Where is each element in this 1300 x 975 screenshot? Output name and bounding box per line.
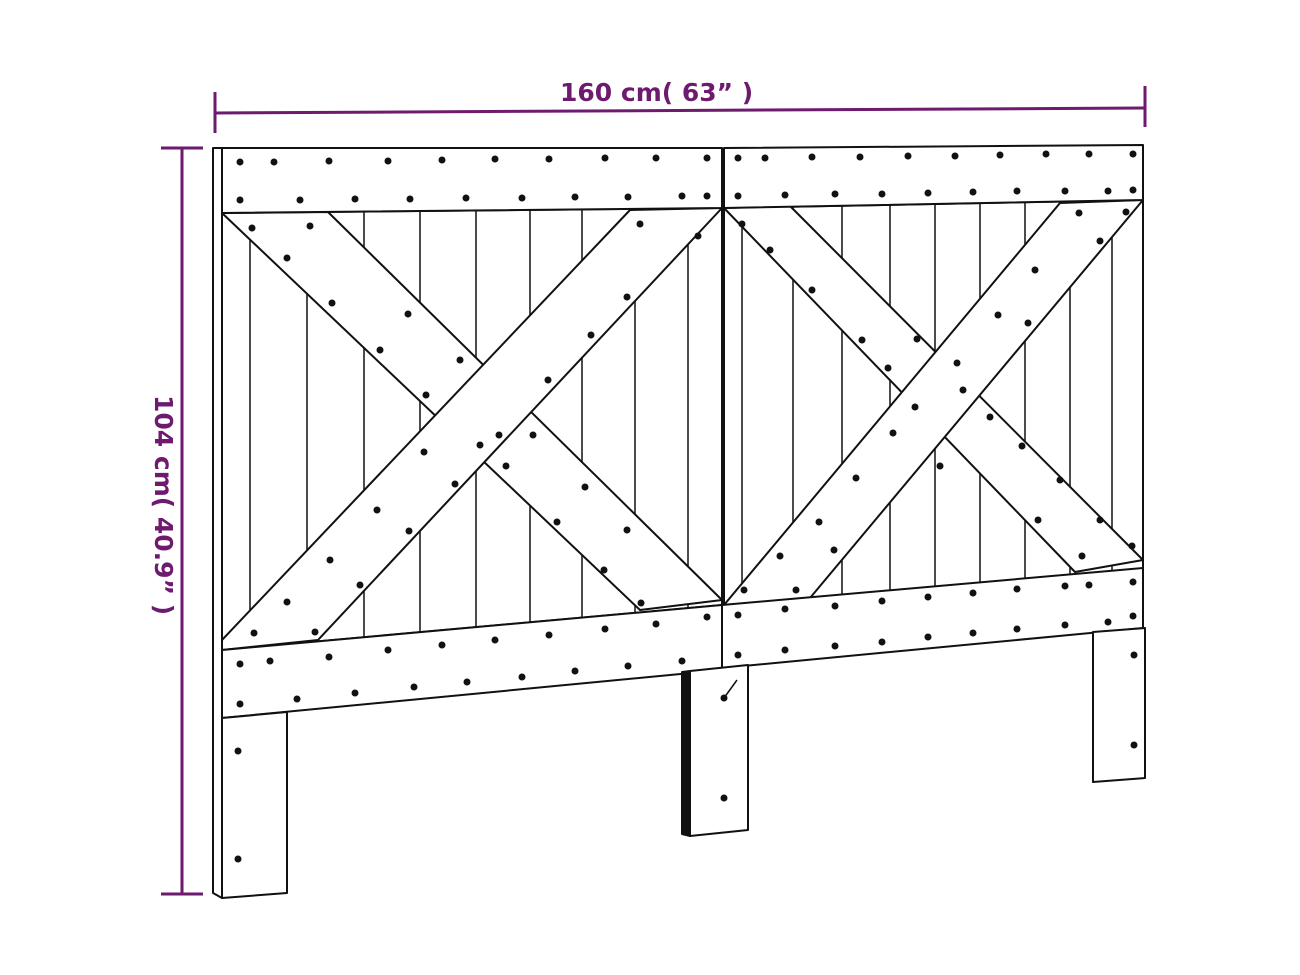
height-label: 104 cm( 40.9” ) — [149, 395, 178, 615]
middle-leg-mark — [723, 679, 738, 699]
top-rail-left — [221, 147, 723, 214]
top-rail-right — [723, 144, 1144, 209]
screw-dots — [234, 150, 1138, 863]
width-dimension — [213, 86, 1147, 133]
headboard-drawing — [212, 144, 1146, 899]
height-dimension — [161, 146, 203, 896]
right-leg — [1092, 627, 1146, 783]
middle-leg-edge — [681, 670, 691, 837]
width-label: 160 cm( 63” ) — [560, 78, 753, 107]
left-leg — [221, 711, 288, 899]
left-side-edge — [212, 147, 223, 899]
middle-leg — [689, 664, 749, 837]
